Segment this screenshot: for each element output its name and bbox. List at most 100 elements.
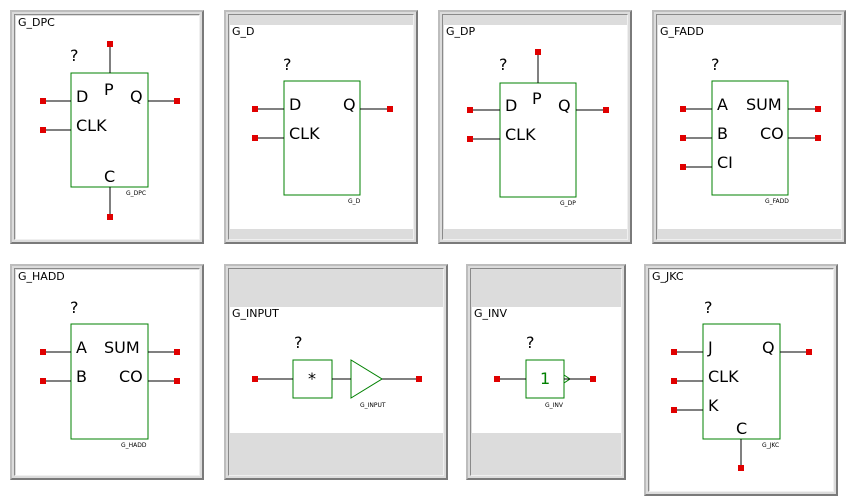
component-name-label: G_INPUT	[360, 402, 386, 409]
terminal-b	[680, 135, 686, 141]
pin-label-p: P	[532, 89, 542, 108]
terminal-sum	[174, 349, 180, 355]
terminal-a	[40, 349, 46, 355]
terminal-clk	[467, 136, 473, 142]
reference-marker: ?	[70, 298, 79, 317]
terminal-p	[107, 41, 113, 47]
pin-label-clk: CLK	[708, 367, 739, 386]
pin-label-q: Q	[343, 95, 356, 114]
reference-marker: ?	[526, 333, 535, 352]
panel-g-dp[interactable]: G_DP ? D P Q CLK G_DP	[438, 10, 632, 244]
reference-marker: ?	[283, 55, 292, 74]
symbol-title: G_INPUT	[232, 307, 279, 320]
symbol-canvas-g-d[interactable]: G_D ? D Q CLK G_D	[230, 25, 413, 229]
pin-label-d: D	[76, 87, 89, 106]
pin-label-clk: CLK	[289, 124, 320, 143]
symbol-canvas-g-dp[interactable]: G_DP ? D P Q CLK G_DP	[444, 25, 627, 229]
pin-label-ci: CI	[717, 153, 733, 172]
component-name-label: G_FADD	[765, 198, 789, 205]
pin-label-q: Q	[130, 87, 143, 106]
terminal-j	[671, 349, 677, 355]
terminal-b	[40, 378, 46, 384]
symbol-canvas-g-dpc[interactable]: G_DPC ? D P Q CLK C G_DPC	[16, 16, 199, 239]
panel-g-d[interactable]: G_D ? D Q CLK G_D	[224, 10, 418, 244]
terminal-sum	[815, 106, 821, 112]
pin-label-p: P	[104, 80, 114, 99]
panel-g-inv[interactable]: G_INV ? 1 G_INV	[466, 264, 626, 480]
pin-label-a: A	[76, 338, 87, 357]
pin-label-clk: CLK	[76, 116, 107, 135]
terminal-k	[671, 407, 677, 413]
terminal-d	[252, 106, 258, 112]
terminal-d	[40, 98, 46, 104]
buffer-triangle	[350, 359, 383, 399]
pin-label-co: CO	[760, 124, 784, 143]
terminal-clk	[252, 135, 258, 141]
panel-g-fadd[interactable]: G_FADD ? A SUM B CO CI G_FADD	[652, 10, 846, 244]
component-name-label: G_D	[348, 198, 361, 205]
pin-label-d: D	[289, 95, 302, 114]
terminal-a	[680, 106, 686, 112]
symbol-canvas-g-input[interactable]: G_INPUT ? * G_INPUT	[230, 307, 443, 433]
component-name-label: G_DPC	[126, 190, 147, 197]
panel-frame: G_FADD ? A SUM B CO CI G_FADD	[656, 14, 842, 240]
pin-label-c: C	[104, 167, 116, 186]
panel-frame: G_INPUT ? * G_INPUT	[228, 268, 444, 476]
pin-label-b: B	[717, 124, 728, 143]
pin-label-a: A	[717, 95, 728, 114]
symbol-canvas-g-hadd[interactable]: G_HADD ? A SUM B CO G_HADD	[16, 270, 199, 475]
terminal-q	[174, 98, 180, 104]
symbol-canvas-g-inv[interactable]: G_INV ? 1 G_INV	[472, 307, 621, 433]
symbol-title: G_INV	[474, 307, 508, 320]
terminal-clk	[671, 378, 677, 384]
panel-frame: G_DP ? D P Q CLK G_DP	[442, 14, 628, 240]
symbol-title: G_JKC	[652, 270, 684, 283]
symbol-title: G_D	[232, 25, 255, 38]
reference-marker: ?	[711, 55, 720, 74]
terminal-ci	[680, 164, 686, 170]
pin-label-co: CO	[119, 367, 143, 386]
panel-g-hadd[interactable]: G_HADD ? A SUM B CO G_HADD	[10, 264, 204, 480]
symbol-title: G_FADD	[660, 25, 704, 38]
reference-marker: ?	[294, 333, 303, 352]
terminal-co	[174, 378, 180, 384]
component-name-label: G_DP	[560, 200, 576, 207]
reference-marker: ?	[704, 298, 713, 317]
symbol-graphic-g-dpc	[40, 41, 180, 220]
symbol-graphic-g-dp	[467, 49, 609, 198]
panel-frame: G_JKC ? J Q CLK K C G_JKC	[648, 268, 834, 492]
symbol-graphic-g-input	[252, 359, 422, 399]
terminal-c	[738, 465, 744, 471]
terminal-c	[107, 214, 113, 220]
pin-label-c: C	[736, 419, 748, 438]
symbol-canvas-g-jkc[interactable]: G_JKC ? J Q CLK K C G_JKC	[650, 270, 833, 491]
terminal-in	[494, 376, 500, 382]
symbol-graphic-g-d	[252, 80, 393, 196]
pin-label-k: K	[708, 396, 719, 415]
symbol-canvas-g-fadd[interactable]: G_FADD ? A SUM B CO CI G_FADD	[658, 25, 841, 229]
terminal-co	[815, 135, 821, 141]
pin-label-b: B	[76, 367, 87, 386]
panel-g-input[interactable]: G_INPUT ? * G_INPUT	[224, 264, 448, 480]
panel-g-dpc[interactable]: G_DPC ? D P Q CLK C G_DPC	[10, 10, 204, 244]
pin-label-q: Q	[762, 338, 775, 357]
terminal-out	[416, 376, 422, 382]
terminal-in	[252, 376, 258, 382]
terminal-out	[590, 376, 596, 382]
terminal-q	[603, 107, 609, 113]
symbol-title: G_DP	[446, 25, 476, 38]
terminal-d	[467, 107, 473, 113]
pin-label-d: D	[505, 96, 518, 115]
component-name-label: G_INV	[545, 402, 564, 409]
panel-frame: G_HADD ? A SUM B CO G_HADD	[14, 268, 200, 476]
pin-label-clk: CLK	[505, 125, 536, 144]
pin-label-sum: SUM	[746, 95, 782, 114]
component-name-label: G_JKC	[762, 442, 780, 449]
panel-g-jkc[interactable]: G_JKC ? J Q CLK K C G_JKC	[644, 264, 838, 496]
symbol-one: 1	[540, 369, 551, 388]
panel-frame: G_DPC ? D P Q CLK C G_DPC	[14, 14, 200, 240]
symbol-graphic-g-hadd	[40, 323, 180, 440]
symbol-graphic-g-jkc	[671, 323, 812, 471]
symbol-title: G_DPC	[18, 16, 55, 29]
terminal-q	[387, 106, 393, 112]
